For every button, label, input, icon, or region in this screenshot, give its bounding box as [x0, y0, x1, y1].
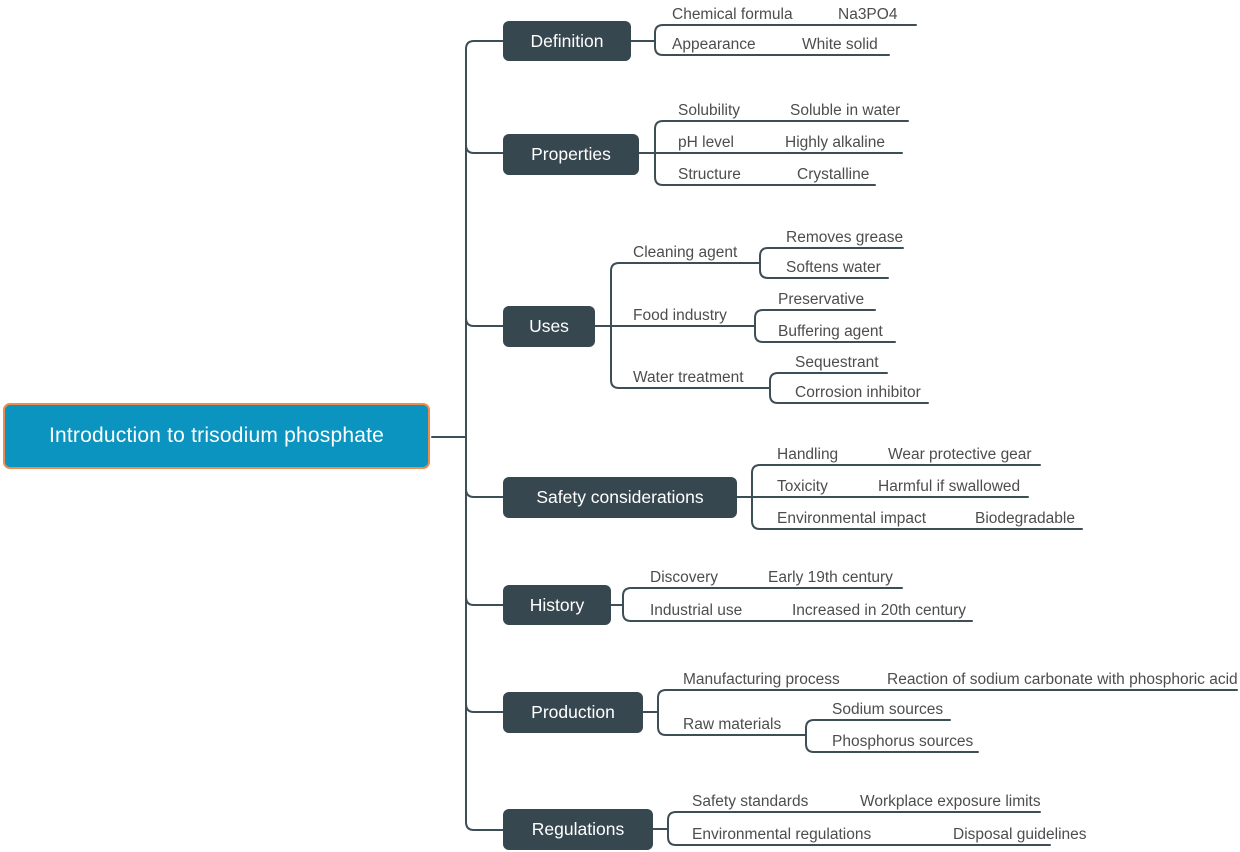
node-phosphorus-sources[interactable]: Phosphorus sources: [832, 733, 974, 750]
branch-node-history[interactable]: History: [503, 585, 611, 625]
node-reaction-of-sodium-carbonate[interactable]: Reaction of sodium carbonate with phosph…: [887, 671, 1238, 688]
history-links: [610, 587, 973, 622]
node-removes-grease[interactable]: Removes grease: [786, 229, 904, 246]
node-corrosion-inhibitor[interactable]: Corrosion inhibitor: [795, 384, 921, 401]
stub-uses: [465, 317, 504, 327]
stub-history: [465, 596, 504, 606]
node-solubility[interactable]: Solubility: [678, 102, 741, 119]
branch-node-uses[interactable]: Uses: [503, 306, 595, 347]
central-node-root[interactable]: Introduction to trisodium phosphate: [3, 403, 430, 469]
node-ph-level[interactable]: pH level: [678, 134, 734, 151]
node-handling[interactable]: Handling: [777, 446, 839, 463]
node-disposal-guidelines[interactable]: Disposal guidelines: [953, 826, 1087, 843]
node-sequestrant[interactable]: Sequestrant: [795, 354, 879, 371]
node-structure[interactable]: Structure: [678, 166, 741, 183]
properties-links: [638, 120, 909, 186]
branch-label: Properties: [531, 144, 611, 164]
node-environmental-regulations[interactable]: Environmental regulations: [692, 826, 872, 843]
branch-node-properties[interactable]: Properties: [503, 134, 639, 175]
node-toxicity[interactable]: Toxicity: [777, 478, 828, 495]
definition-links: [630, 24, 917, 56]
node-industrial-use[interactable]: Industrial use: [650, 602, 743, 619]
node-softens-water[interactable]: Softens water: [786, 259, 881, 276]
production-links: [642, 689, 1238, 753]
uses-links: [594, 247, 929, 404]
node-harmful-if-swallowed[interactable]: Harmful if swallowed: [878, 478, 1021, 495]
node-highly-alkaline[interactable]: Highly alkaline: [785, 134, 885, 151]
node-biodegradable[interactable]: Biodegradable: [975, 510, 1075, 527]
node-food-industry[interactable]: Food industry: [633, 307, 727, 324]
node-cleaning-agent[interactable]: Cleaning agent: [633, 244, 738, 261]
node-na3po4[interactable]: Na3PO4: [838, 6, 898, 23]
branch-label: Definition: [530, 30, 604, 51]
safety-links: [736, 464, 1083, 530]
node-crystalline[interactable]: Crystalline: [797, 166, 870, 183]
branch-node-regulations[interactable]: Regulations: [503, 809, 653, 850]
node-discovery[interactable]: Discovery: [650, 569, 719, 586]
node-white-solid[interactable]: White solid: [802, 36, 878, 53]
branch-label: History: [529, 594, 585, 615]
node-water-treatment[interactable]: Water treatment: [633, 369, 744, 386]
branch-label: Uses: [529, 316, 569, 336]
node-early-19th-century[interactable]: Early 19th century: [768, 569, 893, 586]
node-environmental-impact[interactable]: Environmental impact: [777, 510, 927, 527]
regulations-links: [652, 811, 1051, 846]
branch-label: Production: [531, 702, 615, 722]
node-sodium-sources[interactable]: Sodium sources: [832, 701, 944, 718]
node-appearance[interactable]: Appearance: [672, 36, 756, 53]
node-preservative[interactable]: Preservative: [778, 291, 865, 308]
node-wear-protective-gear[interactable]: Wear protective gear: [888, 446, 1032, 463]
trunk-line: [465, 40, 504, 831]
node-manufacturing-process[interactable]: Manufacturing process: [683, 671, 840, 688]
node-safety-standards[interactable]: Safety standards: [692, 793, 809, 810]
stub-production: [465, 703, 504, 713]
branch-node-production[interactable]: Production: [503, 692, 643, 733]
branch-node-safety-considerations[interactable]: Safety considerations: [503, 477, 737, 518]
node-soluble-in-water[interactable]: Soluble in water: [790, 102, 901, 119]
branch-label: Safety considerations: [536, 487, 704, 507]
stub-safety: [465, 488, 504, 498]
branch-label: Regulations: [531, 819, 625, 839]
branch-node-definition[interactable]: Definition: [503, 21, 631, 61]
central-node-label: Introduction to trisodium phosphate: [48, 424, 385, 447]
node-increased-in-20th-century[interactable]: Increased in 20th century: [792, 602, 967, 619]
node-workplace-exposure-limits[interactable]: Workplace exposure limits: [860, 793, 1041, 810]
node-buffering-agent[interactable]: Buffering agent: [778, 323, 883, 340]
stub-properties: [465, 144, 504, 154]
node-raw-materials[interactable]: Raw materials: [683, 716, 782, 733]
node-chemical-formula[interactable]: Chemical formula: [672, 6, 793, 23]
